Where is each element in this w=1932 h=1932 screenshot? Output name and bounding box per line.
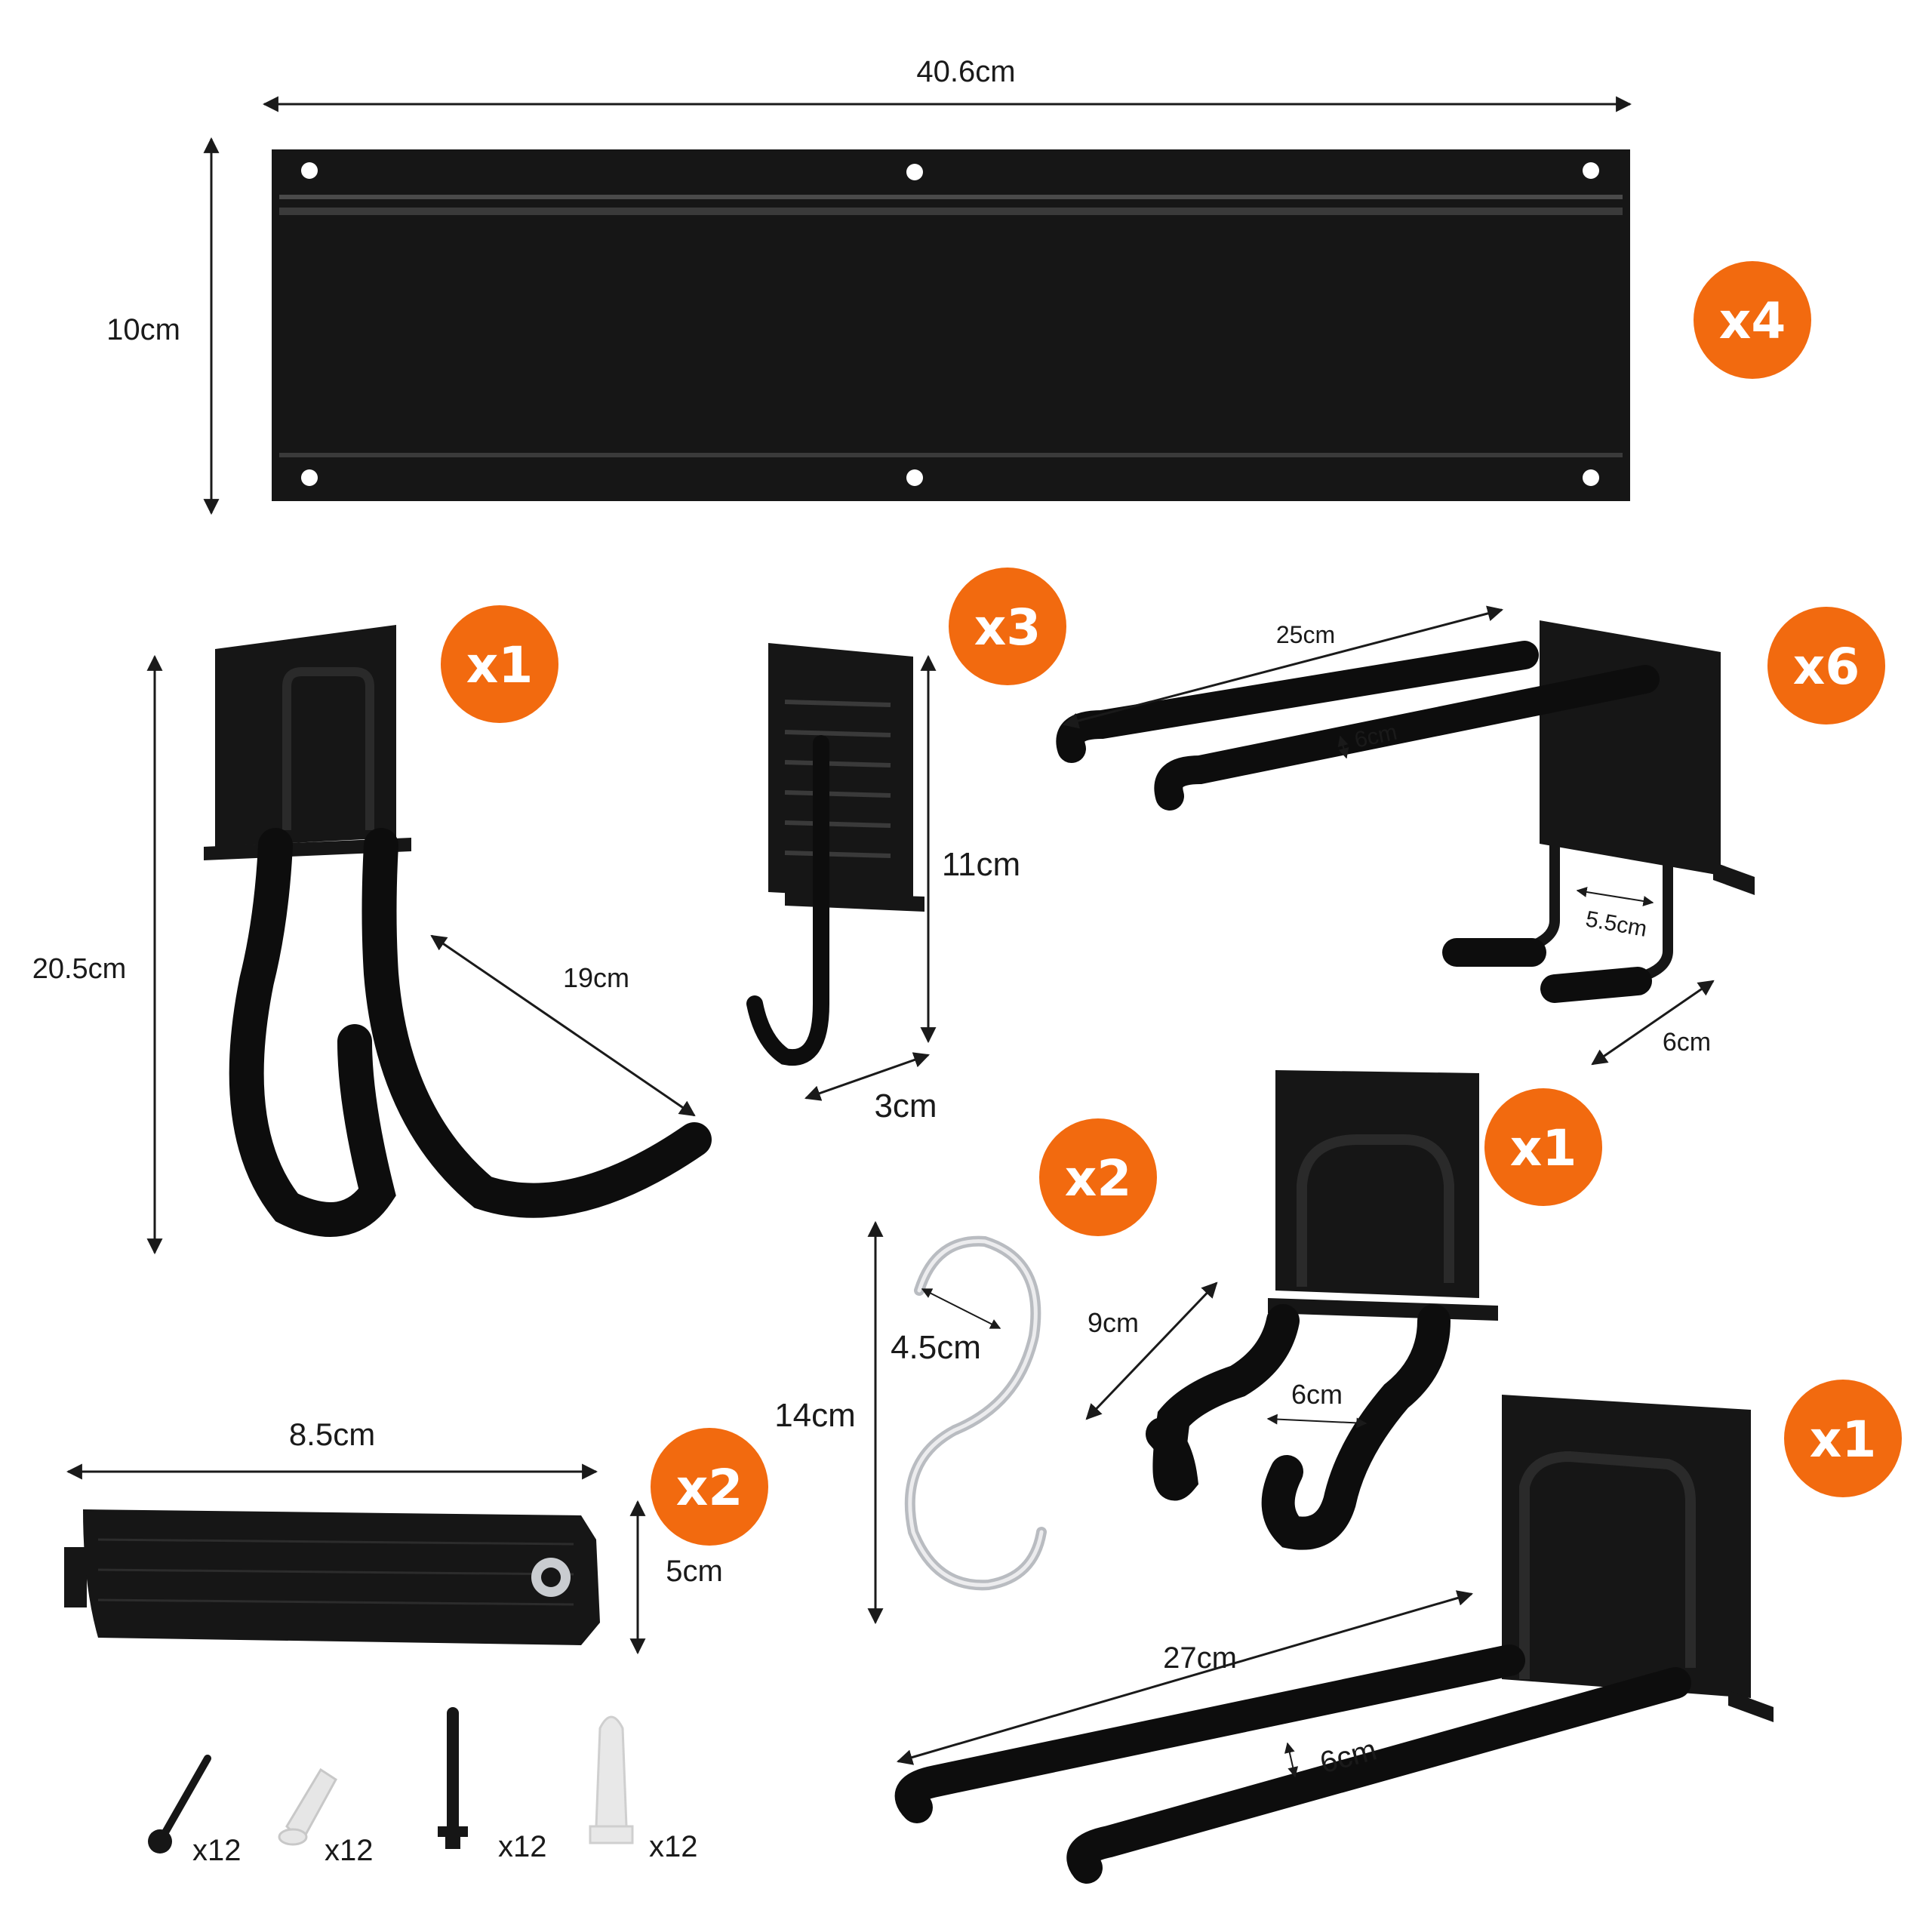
wall-plug-qty: x12	[649, 1830, 698, 1863]
utility-hook-depth-arrow	[804, 1052, 930, 1101]
double-hook-length-arrow	[1062, 605, 1504, 729]
s-hook-gap-label: 4.5cm	[891, 1329, 981, 1366]
j-hook-span-label: 19cm	[563, 962, 629, 993]
rail-width-label: 40.6cm	[916, 55, 1015, 88]
utility-hook	[746, 643, 924, 1066]
long-hook-gap-arrow	[1284, 1742, 1299, 1778]
long-hook	[895, 1395, 1774, 1884]
screw-icon	[148, 1755, 211, 1854]
utility-hook-depth-label: 3cm	[874, 1088, 937, 1124]
s-hook-height-label: 14cm	[774, 1397, 856, 1434]
svg-text:x1: x1	[466, 636, 534, 694]
j-hook	[204, 625, 712, 1237]
long-hook-qty-badge: x1	[1784, 1380, 1902, 1497]
s-hook-gap-arrow	[921, 1288, 1001, 1329]
u-hook-qty-badge: x1	[1484, 1088, 1602, 1206]
long-hook-length-label: 27cm	[1163, 1641, 1237, 1675]
rail-screw-holes	[301, 162, 1599, 486]
svg-text:x4: x4	[1719, 292, 1786, 350]
s-hook-qty-badge: x2	[1039, 1118, 1157, 1236]
wall-plug-icon	[589, 1715, 634, 1844]
double-hook-depth-label: 6cm	[1663, 1028, 1711, 1057]
u-hook-depth-label: 9cm	[1088, 1307, 1139, 1338]
double-hook-inner-label: 5.5cm	[1584, 906, 1649, 942]
wood-screw-icon	[438, 1707, 468, 1849]
double-hook-inner-arrow	[1576, 887, 1654, 906]
svg-text:x1: x1	[1810, 1411, 1877, 1469]
j-hook-span-arrow	[430, 934, 696, 1117]
svg-text:x3: x3	[974, 598, 1041, 657]
svg-text:x2: x2	[676, 1459, 743, 1517]
svg-text:x1: x1	[1510, 1119, 1577, 1177]
svg-text:x2: x2	[1065, 1149, 1132, 1208]
rail-panel	[272, 149, 1630, 501]
double-hook-gap-arrow	[1337, 735, 1349, 759]
u-hook-gap-arrow	[1266, 1414, 1367, 1429]
u-hook-depth-arrow	[1085, 1281, 1218, 1420]
wood-screw-qty: x12	[498, 1830, 547, 1863]
j-hook-qty-badge: x1	[441, 605, 558, 723]
utility-hook-qty-badge: x3	[949, 568, 1066, 685]
rail-height-label: 10cm	[106, 313, 180, 346]
double-hook-depth-arrow	[1591, 980, 1715, 1066]
strap-height-label: 5cm	[666, 1555, 723, 1588]
s-hook	[904, 1235, 1047, 1591]
j-hook-height-label: 20.5cm	[32, 953, 127, 985]
strap	[64, 1509, 600, 1645]
rail-qty-badge: x4	[1694, 261, 1811, 379]
double-hook-qty-badge: x6	[1767, 607, 1885, 724]
anchor-icon	[278, 1767, 337, 1846]
hardware-row: x12 x12 x12 x12	[148, 1707, 698, 1867]
double-hook	[1056, 620, 1755, 1003]
u-hook-gap-label: 6cm	[1291, 1379, 1343, 1410]
svg-text:x6: x6	[1793, 638, 1860, 696]
long-hook-length-arrow	[896, 1590, 1474, 1765]
double-hook-length-label: 25cm	[1276, 621, 1335, 648]
utility-hook-height-label: 11cm	[942, 846, 1020, 883]
u-hook	[1146, 1070, 1498, 1550]
strap-qty-badge: x2	[651, 1428, 768, 1546]
strap-width-label: 8.5cm	[289, 1417, 375, 1452]
screw-qty: x12	[192, 1834, 242, 1867]
anchor-qty: x12	[325, 1834, 374, 1867]
